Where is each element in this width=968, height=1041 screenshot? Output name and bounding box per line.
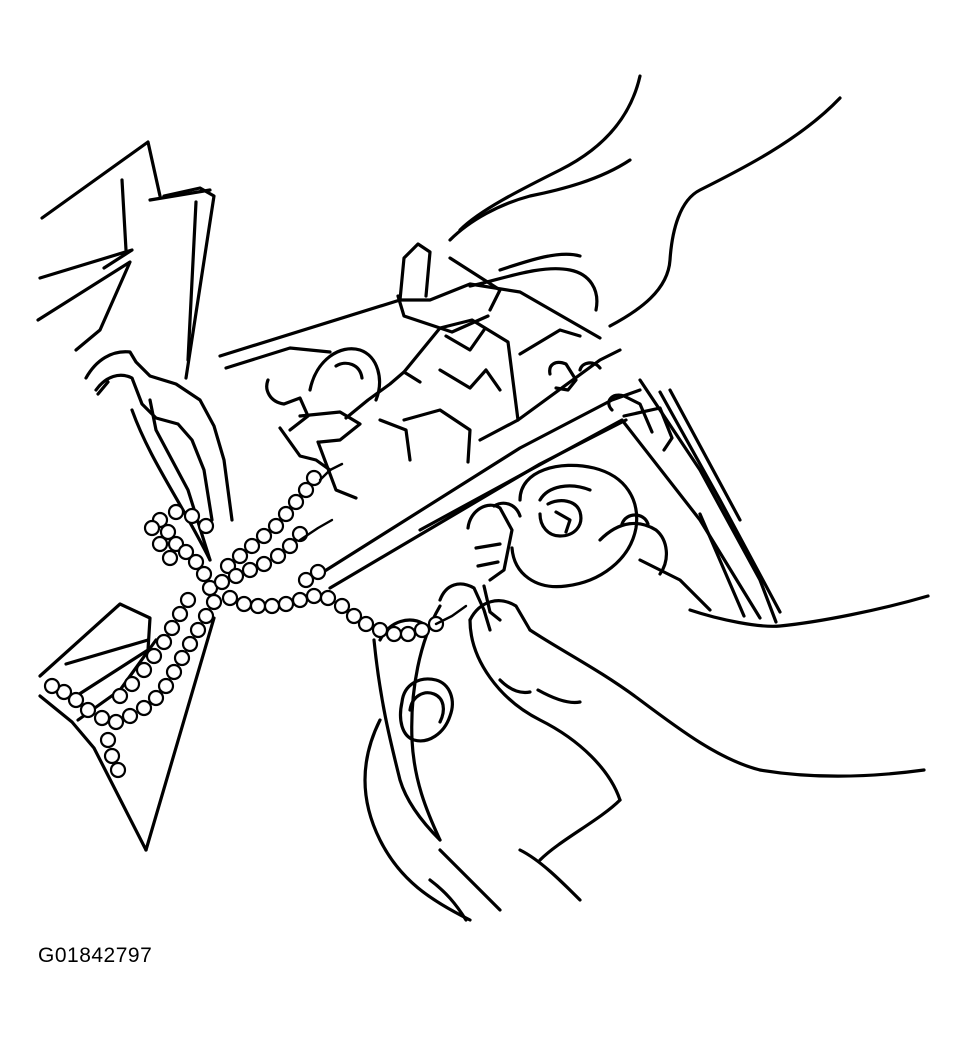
finger-ring [398, 677, 454, 743]
mounting-plate [318, 378, 782, 624]
figure-id-label: G01842797 [38, 944, 153, 967]
sleeve [363, 638, 582, 922]
trim-panel [36, 140, 216, 380]
lower-hand [378, 582, 930, 862]
wiring-harness-beads [43, 469, 445, 779]
wire-leads [298, 462, 468, 626]
lamp-socket [510, 463, 712, 612]
wiring-harness-illustration [36, 74, 930, 922]
upper-hand [448, 74, 842, 328]
lower-panel [38, 602, 216, 852]
connector-plug [466, 501, 522, 622]
connector-housing [218, 242, 674, 500]
